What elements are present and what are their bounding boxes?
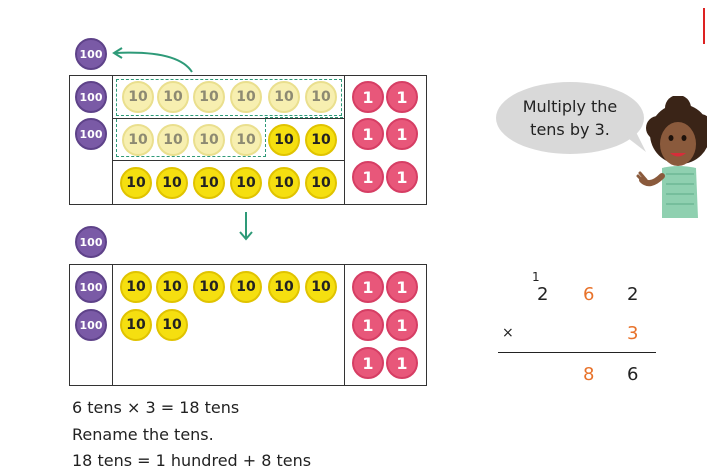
multiply-operator: ×	[502, 325, 514, 341]
ten-counter: 10	[156, 167, 188, 199]
sum-line	[498, 352, 656, 353]
one-counter: 1	[352, 309, 384, 341]
caption-line-1: 6 tens × 3 = 18 tens	[72, 398, 240, 417]
caption-line-3: 18 tens = 1 hundred + 8 tens	[72, 451, 312, 470]
one-counter: 1	[386, 271, 418, 303]
one-counter: 1	[386, 161, 418, 193]
hundred-counter: 100	[75, 81, 107, 113]
top-row-divider-2	[112, 160, 344, 161]
student-character-icon	[636, 96, 707, 218]
speech-line-2: tens by 3.	[530, 120, 610, 139]
ten-counter-faded: 10	[230, 81, 262, 113]
ten-counter: 10	[156, 309, 188, 341]
top-chart-divider-hundreds	[112, 75, 113, 205]
ten-counter-faded: 10	[305, 81, 337, 113]
bottom-chart-divider-ones	[344, 264, 345, 386]
page-edge-mark	[703, 8, 705, 44]
ten-counter: 10	[305, 124, 337, 156]
ten-counter: 10	[193, 271, 225, 303]
product-tens: 8	[583, 364, 595, 385]
ten-counter-faded: 10	[157, 81, 189, 113]
regrouped-hundred-counter: 100	[75, 38, 107, 70]
ten-counter: 10	[230, 167, 262, 199]
ten-counter-faded: 10	[157, 124, 189, 156]
ten-counter: 10	[305, 167, 337, 199]
ten-counter: 10	[120, 167, 152, 199]
ten-counter: 10	[120, 271, 152, 303]
regroup-outline-row2-step	[265, 117, 343, 121]
bottom-chart-divider-hundreds	[112, 264, 113, 386]
one-counter: 1	[352, 347, 384, 379]
ten-counter: 10	[193, 167, 225, 199]
ten-counter-faded: 10	[193, 124, 225, 156]
one-counter: 1	[352, 118, 384, 150]
speech-bubble-tail-icon	[620, 128, 646, 152]
ten-counter-faded: 10	[193, 81, 225, 113]
ten-counter: 10	[268, 124, 300, 156]
one-counter: 1	[386, 118, 418, 150]
regroup-outline-row2	[116, 119, 266, 157]
ten-counter-faded: 10	[122, 81, 154, 113]
regrouped-hundred-counter: 100	[75, 226, 107, 258]
ten-counter-faded: 10	[268, 81, 300, 113]
one-counter: 1	[386, 347, 418, 379]
one-counter: 1	[352, 271, 384, 303]
ten-counter: 10	[230, 271, 262, 303]
ten-counter: 10	[305, 271, 337, 303]
regroup-arrow-icon	[112, 47, 193, 73]
ten-counter: 10	[156, 271, 188, 303]
ten-counter-faded: 10	[230, 124, 262, 156]
multiplier: 3	[627, 323, 639, 344]
caption-line-2: Rename the tens.	[72, 425, 214, 444]
ten-counter: 10	[120, 309, 152, 341]
product-ones: 6	[627, 364, 639, 385]
speech-bubble: Multiply the tens by 3.	[496, 82, 644, 154]
hundred-counter: 100	[75, 309, 107, 341]
multiplicand-tens: 6	[583, 284, 595, 305]
top-row-divider-1	[112, 118, 344, 119]
one-counter: 1	[386, 81, 418, 113]
top-chart-divider-ones	[344, 75, 345, 205]
carry-digit: 1	[532, 270, 540, 284]
down-arrow-icon	[239, 212, 253, 241]
ten-counter: 10	[268, 167, 300, 199]
regroup-outline-row1	[116, 79, 342, 116]
speech-line-1: Multiply the	[522, 97, 618, 116]
bottom-chart-frame	[69, 264, 427, 386]
ten-counter-faded: 10	[122, 124, 154, 156]
top-chart-frame	[69, 75, 427, 205]
multiplicand-ones: 2	[627, 284, 639, 305]
one-counter: 1	[352, 161, 384, 193]
hundred-counter: 100	[75, 118, 107, 150]
one-counter: 1	[352, 81, 384, 113]
one-counter: 1	[386, 309, 418, 341]
ten-counter: 10	[268, 271, 300, 303]
hundred-counter: 100	[75, 271, 107, 303]
multiplicand-hundreds: 2	[537, 284, 549, 305]
